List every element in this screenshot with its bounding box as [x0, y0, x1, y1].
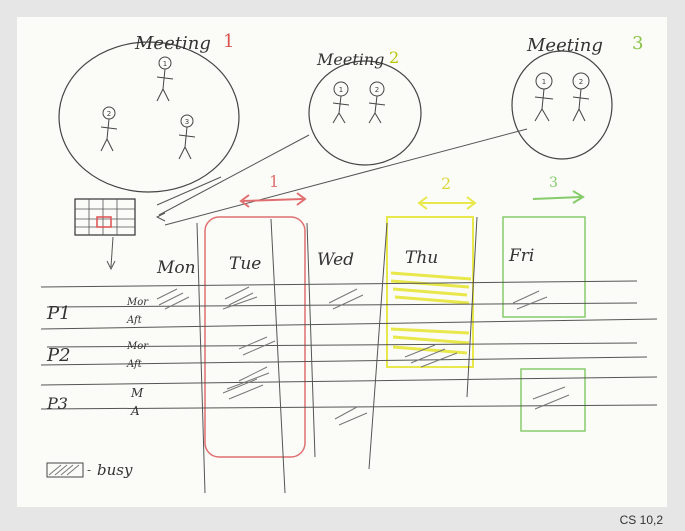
meeting-1-person-2: 2 — [107, 110, 111, 118]
person-p2-slot-aft: Aft — [126, 359, 143, 370]
day-tue: Tue — [229, 254, 261, 274]
timeline-label-2: 2 — [441, 174, 451, 193]
meeting-2-bubble: Meeting 2 1 2 — [308, 48, 422, 166]
person-p1-slot-aft: Aft — [126, 315, 143, 326]
meeting-1-bubble: Meeting 1 1 2 3 — [58, 31, 240, 193]
timeline-label-3: 3 — [549, 175, 558, 191]
meeting-1-person-1: 1 — [163, 60, 167, 68]
svg-text:-: - — [87, 463, 91, 477]
timeline-label-1: 1 — [269, 172, 279, 191]
meeting-1-number: 1 — [223, 31, 234, 52]
person-p2: P2 — [46, 345, 71, 366]
meeting-3-highlight-top — [502, 216, 586, 318]
sketch-canvas: Meeting 1 1 2 3 Meeting 2 1 2 — [40, 31, 658, 494]
meeting-3-number: 3 — [632, 33, 643, 54]
timeline-arrows: 1 2 3 — [239, 172, 585, 210]
person-p1-slot-mor: Mor — [126, 297, 149, 308]
meeting-1-highlight — [204, 216, 306, 458]
meeting-2-label: Meeting — [316, 50, 384, 69]
day-thu: Thu — [405, 248, 438, 268]
legend: - busy — [46, 461, 133, 479]
person-p1: P1 — [46, 303, 71, 324]
day-mon: Mon — [156, 258, 196, 278]
thursday-yellow-fill — [390, 271, 472, 355]
person-p3-slot-a: A — [130, 404, 140, 418]
day-fri: Fri — [508, 246, 534, 266]
sketch-paper: Meeting 1 1 2 3 Meeting 2 1 2 — [17, 17, 667, 507]
meeting-3-label: Meeting — [526, 35, 603, 56]
legend-busy-label: busy — [97, 461, 133, 479]
slide-caption: CS 10,2 — [619, 513, 663, 527]
person-rows: P1 Mor Aft P2 Mor Aft P3 M A — [46, 297, 149, 418]
meeting-3-bubble: Meeting 3 1 2 — [511, 33, 643, 160]
day-headers: Mon Tue Wed Thu Fri — [156, 246, 534, 278]
meeting-1-label: Meeting — [134, 33, 211, 54]
day-wed: Wed — [317, 250, 354, 270]
busy-marks — [156, 286, 570, 426]
calendar-icon — [74, 198, 136, 236]
person-p2-slot-mor: Mor — [126, 341, 149, 352]
meeting-2-person-1: 1 — [339, 86, 343, 94]
person-p3: P3 — [46, 394, 68, 413]
schedule-grid — [40, 216, 658, 494]
meeting-2-number: 2 — [389, 48, 399, 67]
meeting-3-person-1: 1 — [542, 78, 546, 86]
meeting-2-person-2: 2 — [375, 86, 379, 94]
meeting-arrows — [106, 128, 528, 271]
person-p3-slot-m: M — [130, 386, 144, 400]
meeting-3-person-2: 2 — [579, 78, 583, 86]
meeting-3-highlight-bottom — [520, 368, 586, 432]
meeting-1-person-3: 3 — [185, 118, 189, 126]
